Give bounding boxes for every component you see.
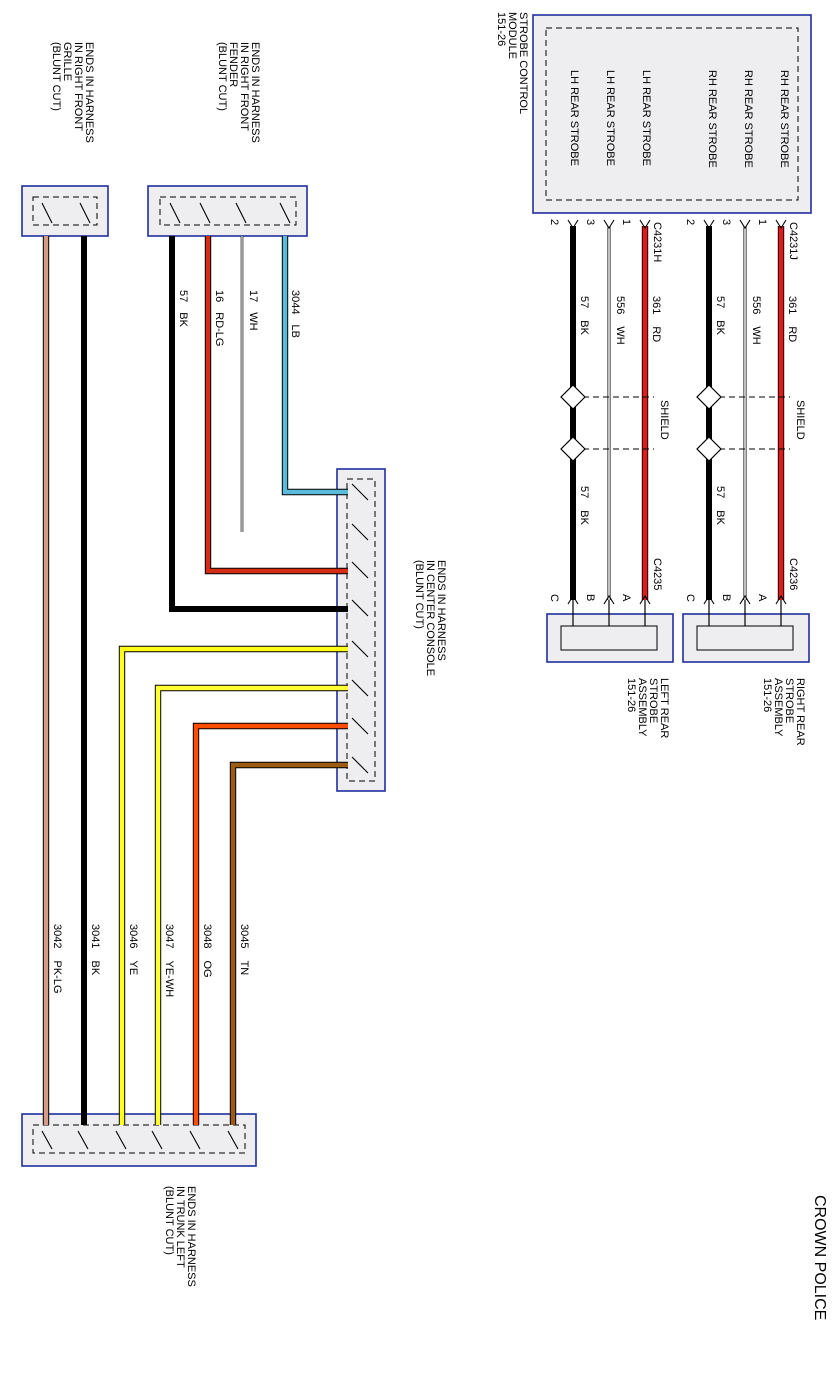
wire-3047-ye-wh bbox=[154, 684, 348, 1125]
grille-label-3: GRILLE bbox=[61, 42, 73, 81]
left-assembly-label-4: 151-26 bbox=[625, 678, 637, 712]
wire-label: 17WH bbox=[247, 290, 259, 331]
wire-16-rd-lg bbox=[204, 236, 348, 575]
console-label-3: (BLUNT CUT) bbox=[413, 560, 425, 629]
fender-console-wires: 3044LB 17WH 16RD-LG 57BK bbox=[169, 236, 348, 612]
wire-label: 3044LB bbox=[289, 290, 301, 338]
wire-label: 16RD-LG bbox=[213, 290, 225, 346]
module-name-2: MODULE bbox=[506, 12, 518, 59]
wire-label: 3048OG bbox=[201, 924, 213, 978]
shield-splice-icon bbox=[560, 384, 586, 410]
pin-label: B bbox=[584, 594, 596, 601]
connector-c4231h: C4231H bbox=[651, 222, 663, 262]
pin-label: C bbox=[684, 594, 696, 602]
wire-label: 3042PK-LG bbox=[51, 924, 63, 994]
left-assembly-label-1: LEFT REAR bbox=[658, 678, 670, 738]
page-title: CROWN POLICE bbox=[811, 1195, 828, 1320]
grille-label-2: IN RIGHT FRONT bbox=[72, 42, 84, 131]
fender-harness-end: ENDS IN HARNESS IN RIGHT FRONT FENDER (B… bbox=[147, 42, 308, 237]
shield-splice-icon bbox=[696, 436, 722, 462]
fender-label-4: (BLUNT CUT) bbox=[216, 42, 228, 111]
connector-c4235: C4235 bbox=[651, 558, 663, 590]
fender-label-1: ENDS IN HARNESS bbox=[249, 42, 261, 143]
wire-label: 556WH bbox=[614, 296, 626, 345]
grille-connector-box bbox=[21, 185, 109, 237]
pin-label: C bbox=[548, 594, 560, 602]
module-output-label: RH REAR STROBE bbox=[742, 70, 754, 168]
wire-label: 3045TN bbox=[238, 924, 250, 975]
connector-c4236: C4236 bbox=[787, 558, 799, 590]
module-output-label: RH REAR STROBE bbox=[778, 70, 790, 168]
console-label-1: ENDS IN HARNESS bbox=[435, 560, 447, 661]
module-name-3: 151-26 bbox=[495, 12, 507, 46]
wire-label: 57BK bbox=[714, 486, 726, 526]
right-assembly-label-3: ASSEMBLY bbox=[772, 678, 784, 737]
left-strobe-circuit: C4231H 1 3 2 361RD 556WH 57BK SHIELD 57B… bbox=[546, 219, 674, 738]
wire-label: 361RD bbox=[786, 296, 798, 342]
right-assembly-label-2: STROBE bbox=[783, 678, 795, 723]
trunk-harness-end: ENDS IN HARNESS IN TRUNK LEFT (BLUNT CUT… bbox=[21, 1113, 257, 1287]
trunk-label-1: ENDS IN HARNESS bbox=[185, 1186, 197, 1287]
wire-label: 57BK bbox=[578, 486, 590, 526]
left-assembly-label-2: STROBE bbox=[647, 678, 659, 723]
wire-label: 3046YE bbox=[127, 924, 139, 975]
strobe-module-box bbox=[532, 14, 812, 214]
fender-connector-box bbox=[147, 185, 308, 237]
strobe-control-module: STROBE CONTROL MODULE 151-26 RH REAR STR… bbox=[495, 12, 812, 214]
right-assembly-label-1: RIGHT REAR bbox=[794, 678, 806, 746]
wire-label: 3041BK bbox=[89, 924, 101, 976]
pin-label: 2 bbox=[548, 219, 560, 225]
grille-trunk-wires: 3041BK 3042PK-LG bbox=[42, 236, 101, 1125]
wire-label: 57BK bbox=[177, 290, 189, 328]
fender-label-3: FENDER bbox=[227, 42, 239, 87]
grille-label-4: (BLUNT CUT) bbox=[50, 42, 62, 111]
wire-3044-lb bbox=[281, 236, 348, 496]
trunk-label-3: (BLUNT CUT) bbox=[163, 1186, 175, 1255]
shield-splice-icon bbox=[696, 384, 722, 410]
pin-label: A bbox=[620, 594, 632, 602]
module-output-label: LH REAR STROBE bbox=[568, 70, 580, 166]
pin-label: 1 bbox=[756, 219, 768, 225]
module-output-label: LH REAR STROBE bbox=[640, 70, 652, 166]
grille-label-1: ENDS IN HARNESS bbox=[83, 42, 95, 143]
console-trunk-wires: 3045TN 3048OG 3047YE-WH 3046YE bbox=[118, 645, 348, 1125]
console-label-2: IN CENTER CONSOLE bbox=[424, 560, 436, 676]
module-name-1: STROBE CONTROL bbox=[517, 12, 529, 114]
pin-label: B bbox=[720, 594, 732, 601]
console-connector-box bbox=[336, 468, 386, 792]
module-output-label: LH REAR STROBE bbox=[604, 70, 616, 166]
center-console-harness-end: ENDS IN HARNESS IN CENTER CONSOLE (BLUNT… bbox=[336, 468, 447, 792]
connector-c4231j: C4231J bbox=[787, 222, 799, 260]
shield-splice-icon bbox=[560, 436, 586, 462]
shield-label: SHIELD bbox=[794, 400, 806, 440]
pin-label: 3 bbox=[584, 219, 596, 225]
wire-3048-og bbox=[192, 722, 348, 1125]
left-assembly-label-3: ASSEMBLY bbox=[636, 678, 648, 737]
pin-label: A bbox=[756, 594, 768, 602]
fender-label-2: IN RIGHT FRONT bbox=[238, 42, 250, 131]
trunk-label-2: IN TRUNK LEFT bbox=[174, 1186, 186, 1268]
pin-label: 1 bbox=[620, 219, 632, 225]
wire-label: 361RD bbox=[650, 296, 662, 342]
module-output-label: RH REAR STROBE bbox=[706, 70, 718, 168]
trunk-connector-box bbox=[21, 1113, 257, 1167]
pin-label: 3 bbox=[720, 219, 732, 225]
right-assembly-label-4: 151-26 bbox=[761, 678, 773, 712]
pin-label: 2 bbox=[684, 219, 696, 225]
shield-label: SHIELD bbox=[658, 400, 670, 440]
wire-57-bk bbox=[169, 236, 348, 612]
wire-label: 57BK bbox=[578, 296, 590, 336]
right-strobe-circuit: C4231J 1 3 2 361RD 556WH 57BK SHIELD 57B… bbox=[682, 219, 810, 746]
grille-harness-end: ENDS IN HARNESS IN RIGHT FRONT GRILLE (B… bbox=[21, 42, 109, 237]
wire-label: 556WH bbox=[750, 296, 762, 345]
wire-label: 3047YE-WH bbox=[163, 924, 175, 997]
wire-label: 57BK bbox=[714, 296, 726, 336]
